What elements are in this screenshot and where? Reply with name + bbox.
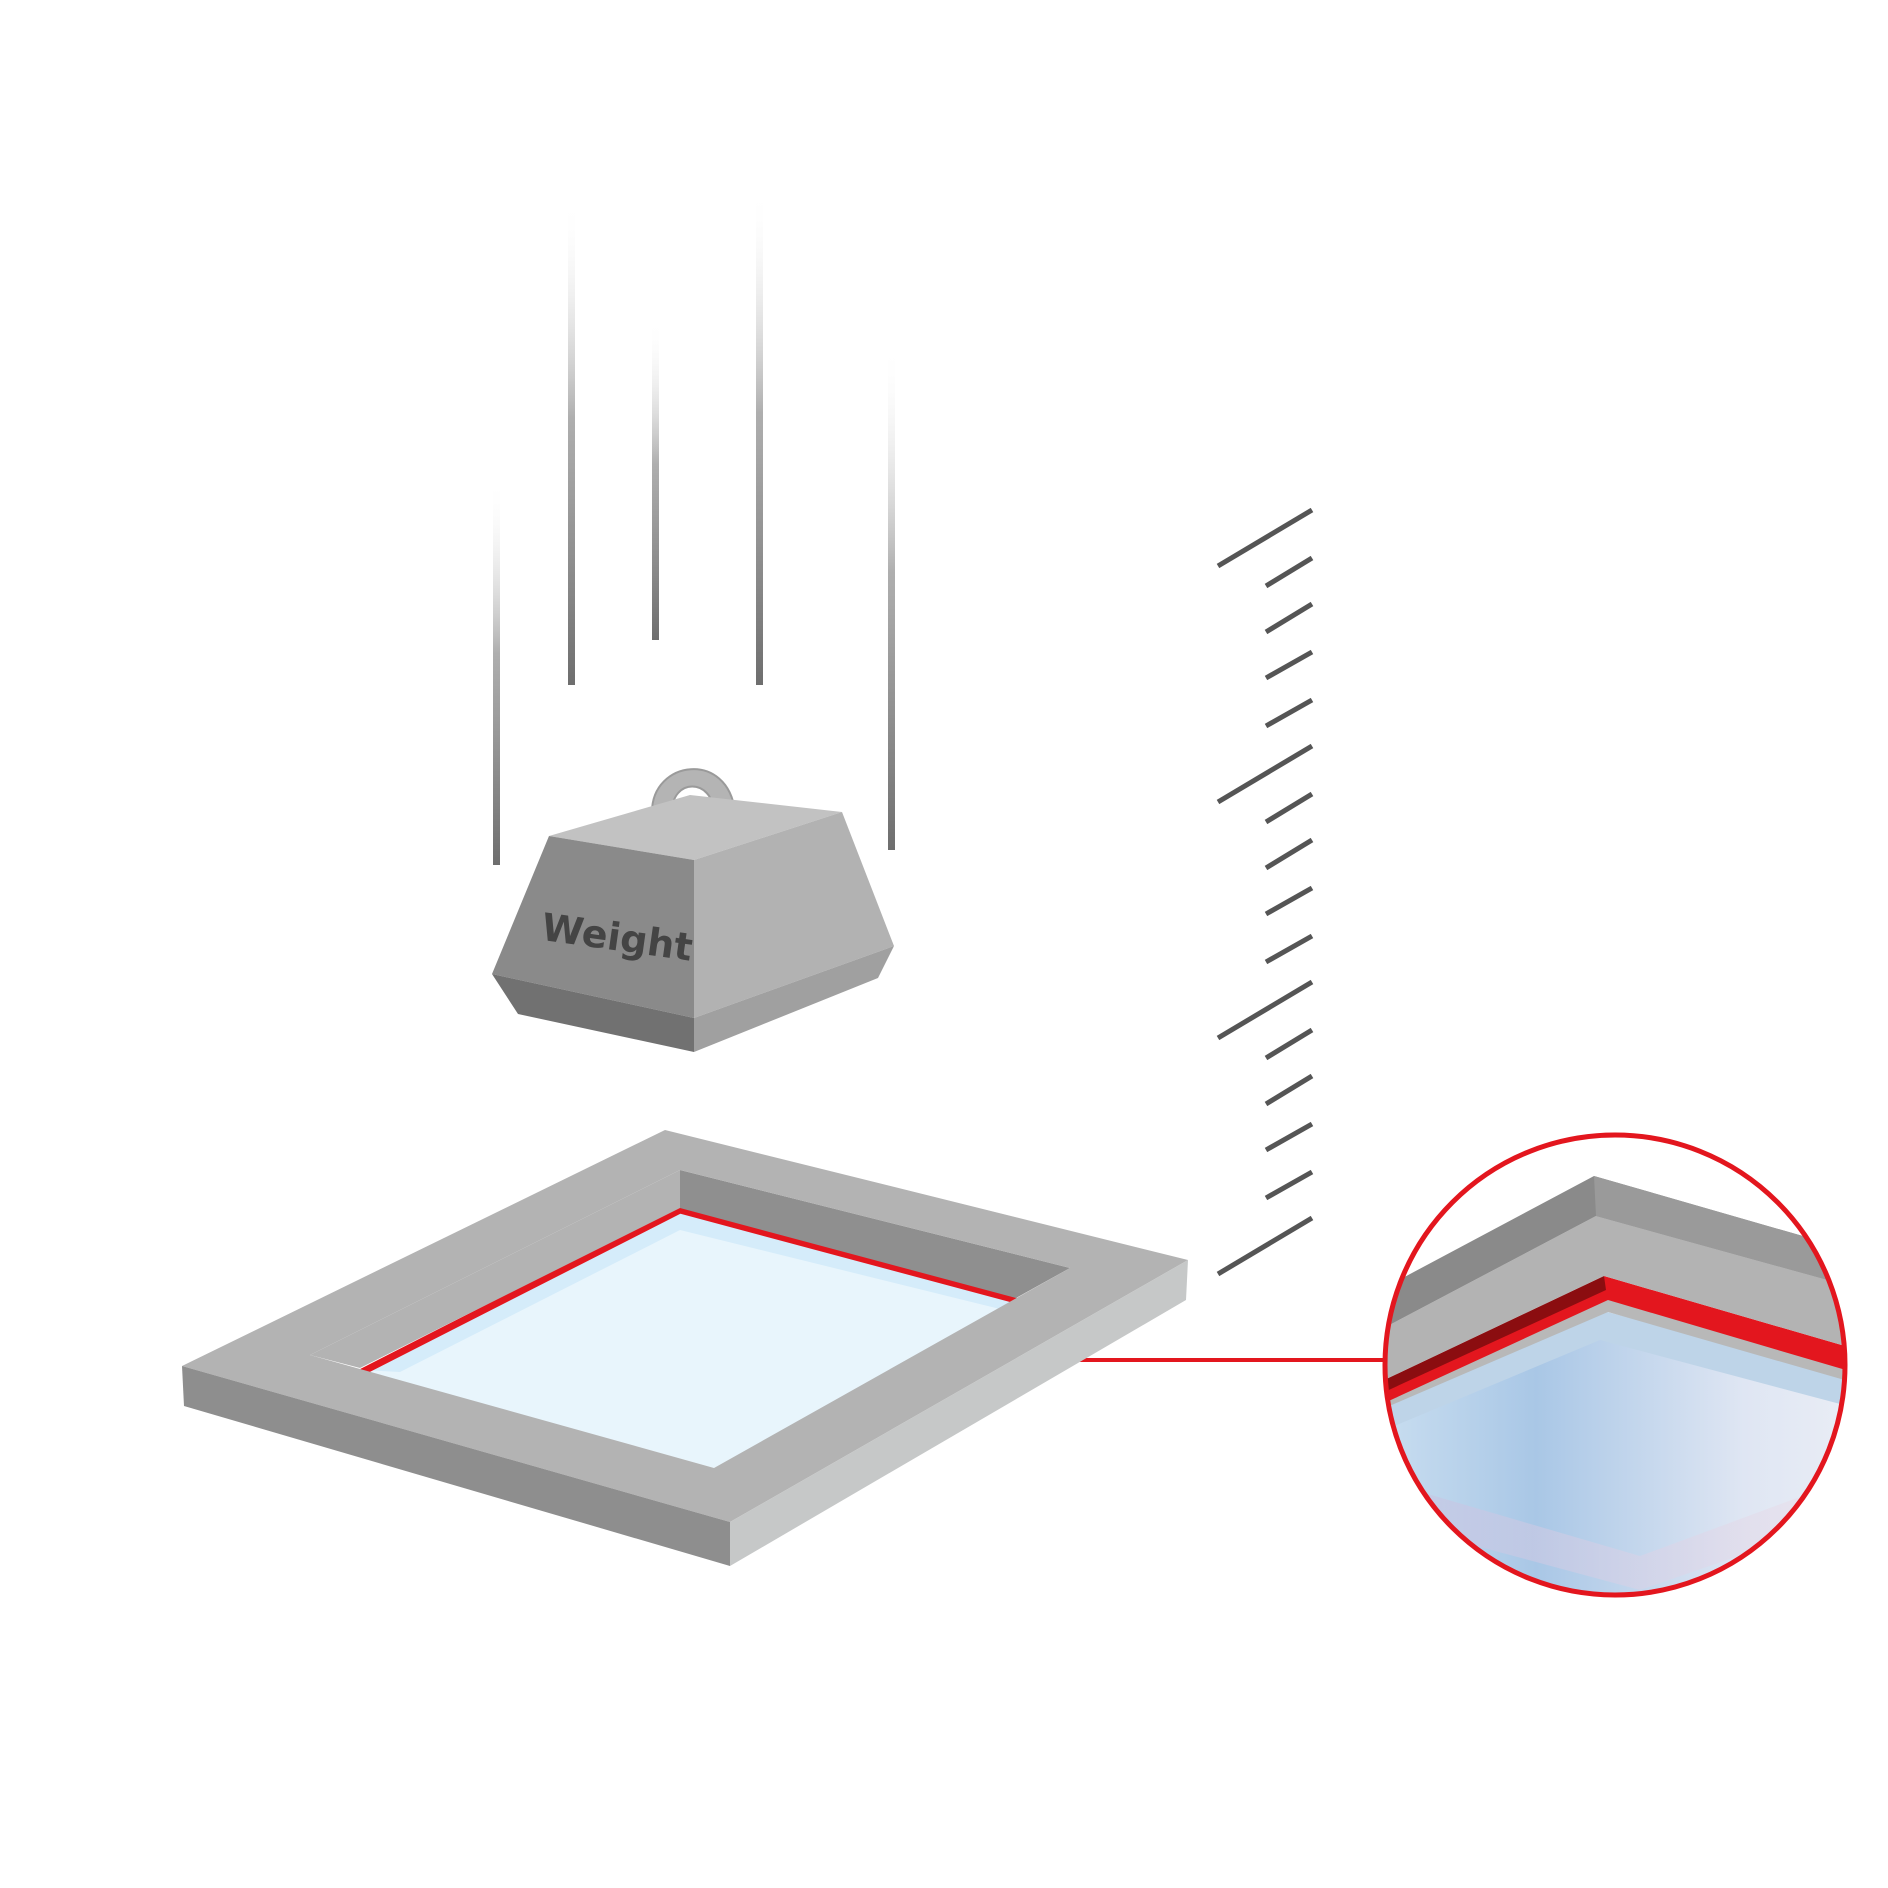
hatch-line (1264, 885, 1314, 917)
fixed-surface-hatch-icon (1216, 507, 1314, 1277)
hatch-line (1264, 1169, 1314, 1201)
hatch-line-long (1216, 979, 1314, 1041)
hatch-line (1264, 933, 1314, 965)
frame-top-surface (182, 1130, 1188, 1522)
frame-inner-wall-left (310, 1170, 680, 1368)
hatch-line-long (1216, 743, 1314, 805)
hatch-line (1264, 555, 1314, 589)
hatch-line (1264, 1121, 1314, 1153)
motion-line (568, 200, 575, 685)
magnified-frame-face (1385, 1216, 1845, 1382)
hatch-line (1264, 697, 1314, 729)
frame-outer-side-front (182, 1366, 730, 1566)
weight-front-face (492, 836, 694, 1018)
hatch-line (1264, 1027, 1314, 1061)
hatch-line (1264, 1073, 1314, 1107)
weight-bottom-bevel-right (694, 946, 894, 1052)
hatch-line (1264, 649, 1314, 681)
motion-line (493, 480, 500, 865)
motion-lines (493, 190, 895, 865)
hatch-line-long (1216, 1215, 1314, 1277)
glass-edge-highlight (362, 1212, 1014, 1372)
weight-right-face (694, 812, 894, 1018)
glass-pane (362, 1212, 1014, 1468)
magnified-glass-top-edge (1385, 1310, 1845, 1432)
hatch-line (1264, 791, 1314, 825)
hatch-line (1264, 837, 1314, 871)
weight-bottom-bevel-front (492, 974, 694, 1052)
weight-top-face (549, 795, 842, 860)
magnifier-ring (1382, 1132, 1848, 1598)
hatch-line-long (1216, 507, 1314, 569)
glass-frame (182, 1130, 1188, 1566)
motion-line (888, 345, 895, 850)
motion-line (652, 320, 659, 640)
magnified-seal-shadow (1385, 1276, 1606, 1394)
motion-line (756, 190, 763, 685)
frame-outer-side-right (730, 1260, 1188, 1566)
seal-line (360, 1206, 1017, 1376)
frame-inner-wall-right (680, 1170, 1070, 1298)
hatch-line (1264, 601, 1314, 635)
magnifier-detail-icon (1382, 1132, 1848, 1598)
weight-block-icon: Weight (492, 768, 894, 1052)
